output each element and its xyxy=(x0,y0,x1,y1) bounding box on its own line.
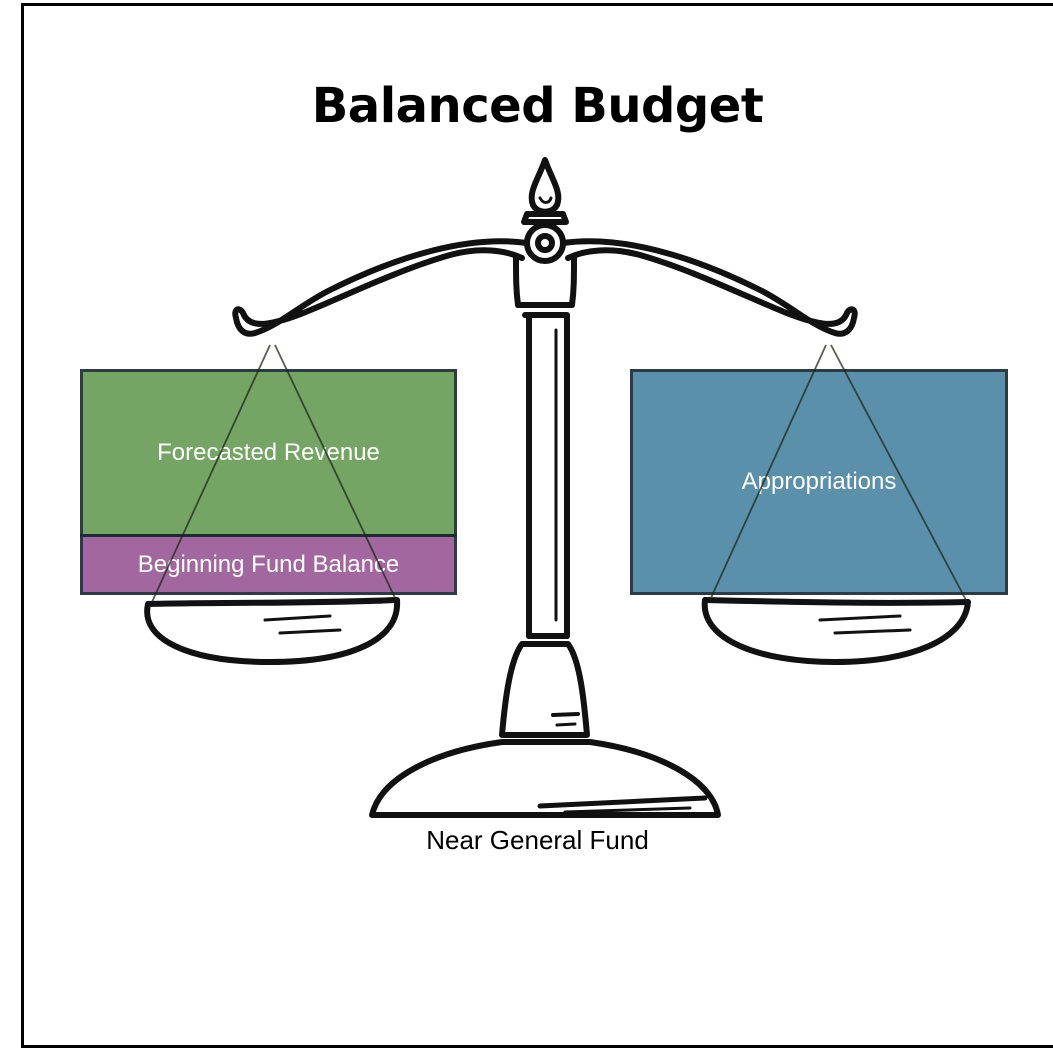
forecasted-revenue-label: Forecasted Revenue xyxy=(157,439,380,466)
diagram-title: Balanced Budget xyxy=(311,78,764,134)
beginning-fund-balance-box: Beginning Fund Balance xyxy=(80,534,457,595)
beginning-fund-balance-label: Beginning Fund Balance xyxy=(137,550,400,578)
appropriations-label: Appropriations xyxy=(741,468,897,495)
scale-caption: Near General Fund xyxy=(426,825,649,855)
forecasted-revenue-box: Forecasted Revenue xyxy=(80,369,457,537)
appropriations-box: Appropriations xyxy=(630,369,1008,595)
